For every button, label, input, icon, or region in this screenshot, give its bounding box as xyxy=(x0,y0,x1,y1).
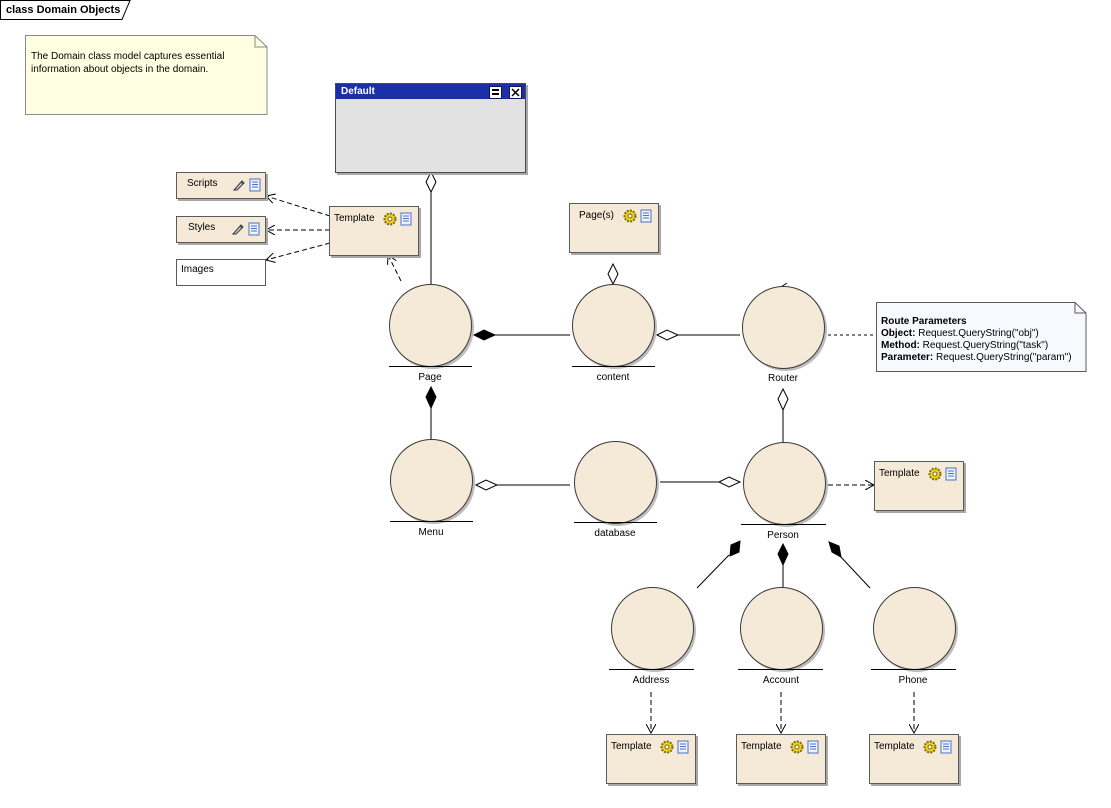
database-person-diamond xyxy=(717,476,742,488)
account-template-label: Template xyxy=(741,741,782,752)
page-object-underline xyxy=(389,366,472,367)
account-template-artifact[interactable]: Template xyxy=(736,734,826,784)
person-object-underline xyxy=(741,524,826,525)
page-template-artifact[interactable]: Template xyxy=(329,206,419,256)
phone-object-underline xyxy=(871,669,956,670)
template-scripts-dependency xyxy=(266,196,331,217)
menu-object-label: Menu xyxy=(418,527,444,538)
styles-label: Styles xyxy=(188,222,216,233)
images-label: Images xyxy=(181,264,214,275)
person-account-diamond xyxy=(777,542,789,567)
content-router-diamond xyxy=(655,329,680,341)
scripts-artifact[interactable]: Scripts xyxy=(176,172,266,199)
database-object-label: database xyxy=(594,528,636,539)
database-object-underline xyxy=(574,522,657,523)
phone-template-label: Template xyxy=(874,741,915,752)
frame-label-text: class Domain Objects xyxy=(6,4,121,16)
route-method-label: Method: xyxy=(881,340,920,351)
default-window-title: Default xyxy=(341,86,375,97)
default-window-titlebar[interactable]: Default xyxy=(336,84,525,99)
route-method-value: Request.QueryString("task") xyxy=(919,340,1049,351)
document-icon xyxy=(940,740,952,754)
note-outline xyxy=(25,35,268,115)
account-object-label: Account xyxy=(762,675,800,686)
person-phone-link xyxy=(839,555,871,589)
content-object[interactable] xyxy=(572,284,655,367)
images-artifact[interactable]: Images xyxy=(176,259,266,286)
page-menu-diamond xyxy=(425,385,437,410)
phone-object-label: Phone xyxy=(898,675,928,686)
address-template-label: Template xyxy=(611,741,652,752)
person-address-diamond xyxy=(729,540,741,557)
page-template-dependency xyxy=(388,255,402,282)
document-icon xyxy=(807,740,819,754)
person-object[interactable] xyxy=(743,442,826,525)
person-template-label: Template xyxy=(879,468,920,479)
person-object-label: Person xyxy=(767,530,799,541)
router-object[interactable] xyxy=(742,286,825,369)
document-icon xyxy=(677,740,689,754)
person-address-link xyxy=(696,554,730,589)
account-object-underline xyxy=(738,669,823,670)
route-note-title: Route Parameters xyxy=(881,316,967,327)
page-object[interactable] xyxy=(389,284,472,367)
route-object-value: Request.QueryString("obj") xyxy=(915,328,1039,339)
menu-database-diamond xyxy=(474,479,499,491)
page-default-diamond xyxy=(425,170,437,194)
database-object[interactable] xyxy=(574,441,657,524)
route-parameters-note[interactable]: Route Parameters Object: Request.QuerySt… xyxy=(876,302,1086,371)
page-object-label: Page xyxy=(418,372,442,383)
address-template-artifact[interactable]: Template xyxy=(606,734,696,784)
domain-note[interactable]: The Domain class model captures essentia… xyxy=(25,35,267,115)
gear-icon xyxy=(383,212,397,226)
gear-icon xyxy=(660,740,674,754)
document-icon xyxy=(945,467,957,481)
person-phone-diamond xyxy=(828,541,842,558)
address-object-label: Address xyxy=(632,675,670,686)
document-icon xyxy=(400,212,412,226)
scripts-label: Scripts xyxy=(187,178,218,189)
pages-label: Page(s) xyxy=(579,210,615,221)
route-object-label: Object: xyxy=(881,328,916,339)
person-template-artifact[interactable]: Template xyxy=(874,461,964,511)
pencil-icon xyxy=(232,180,245,191)
route-note-outline xyxy=(876,302,1087,372)
menu-object-underline xyxy=(390,521,473,522)
phone-template-artifact[interactable]: Template xyxy=(869,734,959,784)
content-object-underline xyxy=(572,366,655,367)
gear-icon xyxy=(923,740,937,754)
default-window[interactable]: Default xyxy=(335,83,526,173)
address-object[interactable] xyxy=(611,587,694,670)
account-object[interactable] xyxy=(740,587,823,670)
pencil-icon xyxy=(231,224,244,235)
gear-icon xyxy=(623,209,637,223)
gear-icon xyxy=(928,467,942,481)
menu-object[interactable] xyxy=(390,439,473,522)
frame-tab-outline xyxy=(0,0,131,20)
domain-note-text: The Domain class model captures essentia… xyxy=(31,51,225,75)
page-template-label: Template xyxy=(334,213,375,224)
document-icon xyxy=(640,209,652,223)
router-person-diamond xyxy=(777,387,789,412)
route-parameter-label: Parameter: xyxy=(881,352,934,363)
router-object-label: Router xyxy=(767,373,798,384)
phone-object[interactable] xyxy=(873,587,956,670)
document-icon xyxy=(248,222,260,236)
pages-artifact[interactable]: Page(s) xyxy=(569,203,659,253)
template-images-dependency xyxy=(266,242,331,260)
gear-icon xyxy=(790,740,804,754)
close-icon[interactable] xyxy=(509,86,522,99)
document-icon xyxy=(249,178,261,192)
content-pages-diamond xyxy=(607,262,619,286)
content-object-label: content xyxy=(596,372,630,383)
page-content-diamond xyxy=(472,329,497,341)
route-parameter-value: Request.QueryString("param") xyxy=(933,352,1072,363)
address-object-underline xyxy=(609,669,694,670)
styles-artifact[interactable]: Styles xyxy=(176,216,266,243)
restore-icon[interactable] xyxy=(489,86,502,99)
